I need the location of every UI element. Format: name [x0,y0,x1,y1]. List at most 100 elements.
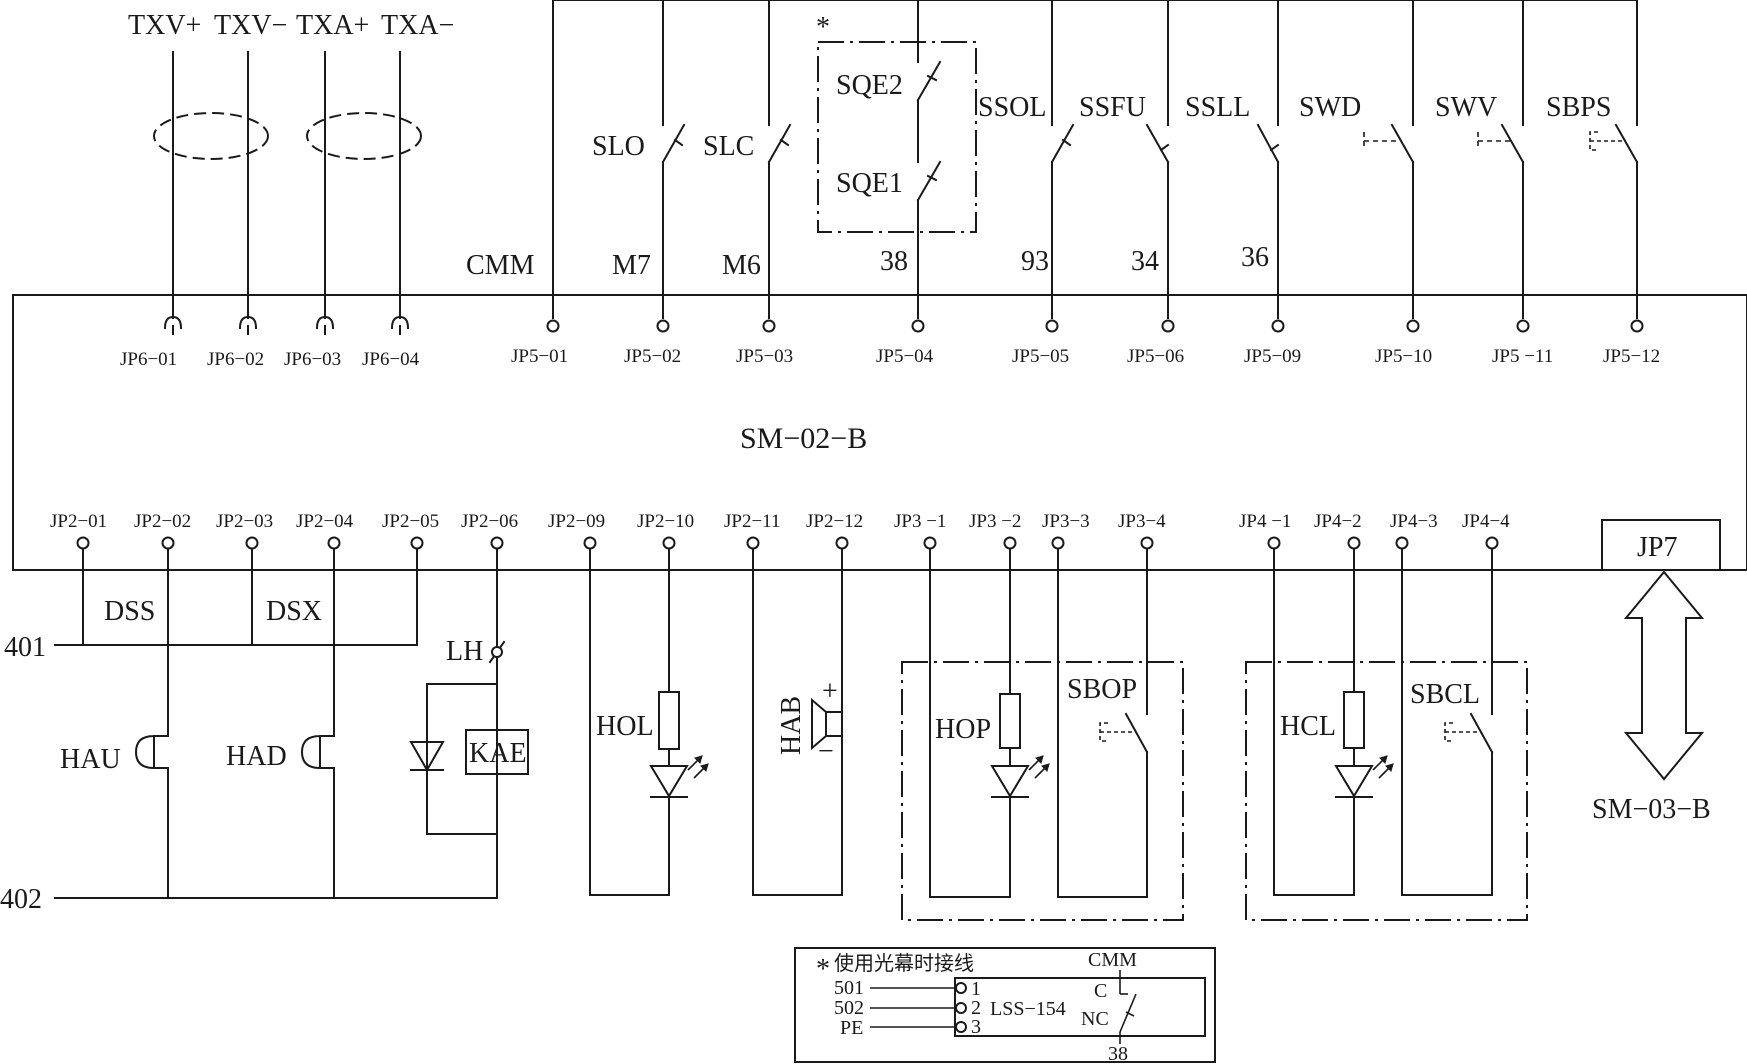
note-terminal-2 [955,1002,967,1014]
relay-kae [465,729,529,775]
hop-box [901,661,1184,921]
part-hcl: HCL [1280,711,1336,742]
terminal-jp5-05 [1045,319,1059,333]
jp7-connector [1601,519,1721,571]
terminal-jp2-01 [76,536,90,550]
terminal-jp2-02 [161,536,175,550]
jp6-group: TXV+ TXV− TXA+ TXA− JP6−01 JP6−02 JP6−03… [120,10,454,370]
pin-jp6-04: JP6−04 [362,349,420,370]
alarm-group: 401 DSS DSX HAU HAD LH KAE 402 [0,548,529,915]
contact-sqe2 [916,60,942,102]
hcl-box [1245,661,1528,921]
terminal-jp5-04 [911,319,925,333]
contact-ssol [1050,123,1075,164]
terminal-jp3-1 [923,536,937,550]
pin-jp2-11: JP2−11 [724,511,780,532]
terminal-jp2-11 [746,536,760,550]
contact-ssll-hook [1269,143,1280,152]
bus-arrow [1623,570,1705,781]
wire-label-93: 93 [1021,246,1049,277]
contact-ssll [1256,123,1280,164]
terminal-jp5-01 [546,319,560,333]
contact-ssol-hook [1061,138,1072,147]
contact-sbcl [1469,712,1494,754]
diode-kae-icon [409,741,445,773]
switch-swd: SWD [1299,92,1361,123]
contact-sqe1-hook [926,174,938,182]
switch-slo: SLO [592,131,645,162]
actuator-swd [1363,132,1400,150]
switch-ssll: SSLL [1185,92,1250,123]
actuator-swv [1477,132,1512,150]
part-dss: DSS [104,596,155,627]
lh-marker [491,646,503,658]
signal-txv-plus: TXV+ [128,10,201,41]
part-dsx: DSX [266,596,322,627]
jp7-label: JP7 [1637,532,1677,563]
pin-jp4-1: JP4 −1 [1239,511,1291,532]
switch-swv: SWV [1435,92,1497,123]
note-contact-38: 38 [1108,1043,1128,1064]
jp5-group: SLO SLC * SQE2 SQE1 SSOL SSFU [466,0,1660,367]
part-hol: HOL [596,711,654,742]
note-star: * [816,954,830,985]
note-input-501: 501 [834,977,864,999]
note-contact-hook [1125,1011,1135,1017]
pin-jp5-11: JP5 −11 [1492,346,1553,367]
terminal-jp2-10 [662,536,676,550]
terminal-jp5-10 [1406,319,1420,333]
note-terminal-3 [955,1021,967,1033]
hol-group: HOL [589,548,709,896]
wire-label-cmm: CMM [466,250,535,281]
note-group: * 使用光幕时接线 501 502 PE 1 2 3 LSS−154 CMM C… [794,947,1216,1064]
terminal-jp5-11 [1516,319,1530,333]
net-label-402: 402 [0,884,42,915]
board-name: SM−02−B [740,422,867,455]
actuator-sbop [1099,722,1136,742]
wire-label-36: 36 [1241,242,1269,273]
pin-jp5-10: JP5−10 [1375,346,1432,367]
lss-device [954,977,1206,1037]
socket-jp6-02 [238,315,258,335]
bell-hau-icon [134,734,156,770]
switch-ssol: SSOL [978,92,1046,123]
pin-jp2-06: JP2−06 [461,511,518,532]
buzzer-hab-icon [811,697,828,751]
terminal-jp5-06 [1161,319,1175,333]
polarity-minus: − [818,736,834,767]
pin-jp5-12: JP5−12 [1603,346,1660,367]
wire-label-38: 38 [880,246,908,277]
note-device: LSS−154 [990,998,1066,1020]
hab-group: + − HAB [752,548,843,896]
pin-jp5-03: JP5−03 [736,346,793,367]
pin-jp2-03: JP2−03 [216,511,273,532]
pin-jp4-4: JP4−4 [1462,511,1510,532]
pin-jp5-05: JP5−05 [1012,346,1069,367]
resistor-hol [658,691,680,750]
contact-slc-hook [779,138,790,147]
terminal-jp2-05 [410,536,424,550]
hcl-group: HCL SBCL [1245,548,1528,921]
led-hol-ray-heads [694,755,709,772]
external-board-name: SM−03−B [1592,794,1711,825]
switch-slc: SLC [703,131,754,162]
socket-jp6-04 [390,315,410,335]
pin-jp5-02: JP5−02 [624,346,681,367]
part-hab: HAB [776,696,807,755]
switch-sqe1: SQE1 [836,168,903,199]
pin-jp5-04: JP5−04 [876,346,934,367]
part-hop: HOP [935,714,991,745]
note-contact-c: C [1094,980,1107,1002]
note-terminal-1 [955,982,967,994]
terminal-jp2-12 [835,536,849,550]
terminal-jp2-03 [245,536,259,550]
pin-jp2-02: JP2−02 [134,511,191,532]
wire-label-34: 34 [1131,246,1159,277]
twisted-pair-txa [306,112,422,160]
net-label-401: 401 [4,632,46,663]
pin-jp3-4: JP3−4 [1118,511,1166,532]
pin-jp5-09: JP5−09 [1244,346,1301,367]
resistor-hop [999,693,1021,749]
buzzer-body [825,711,843,737]
